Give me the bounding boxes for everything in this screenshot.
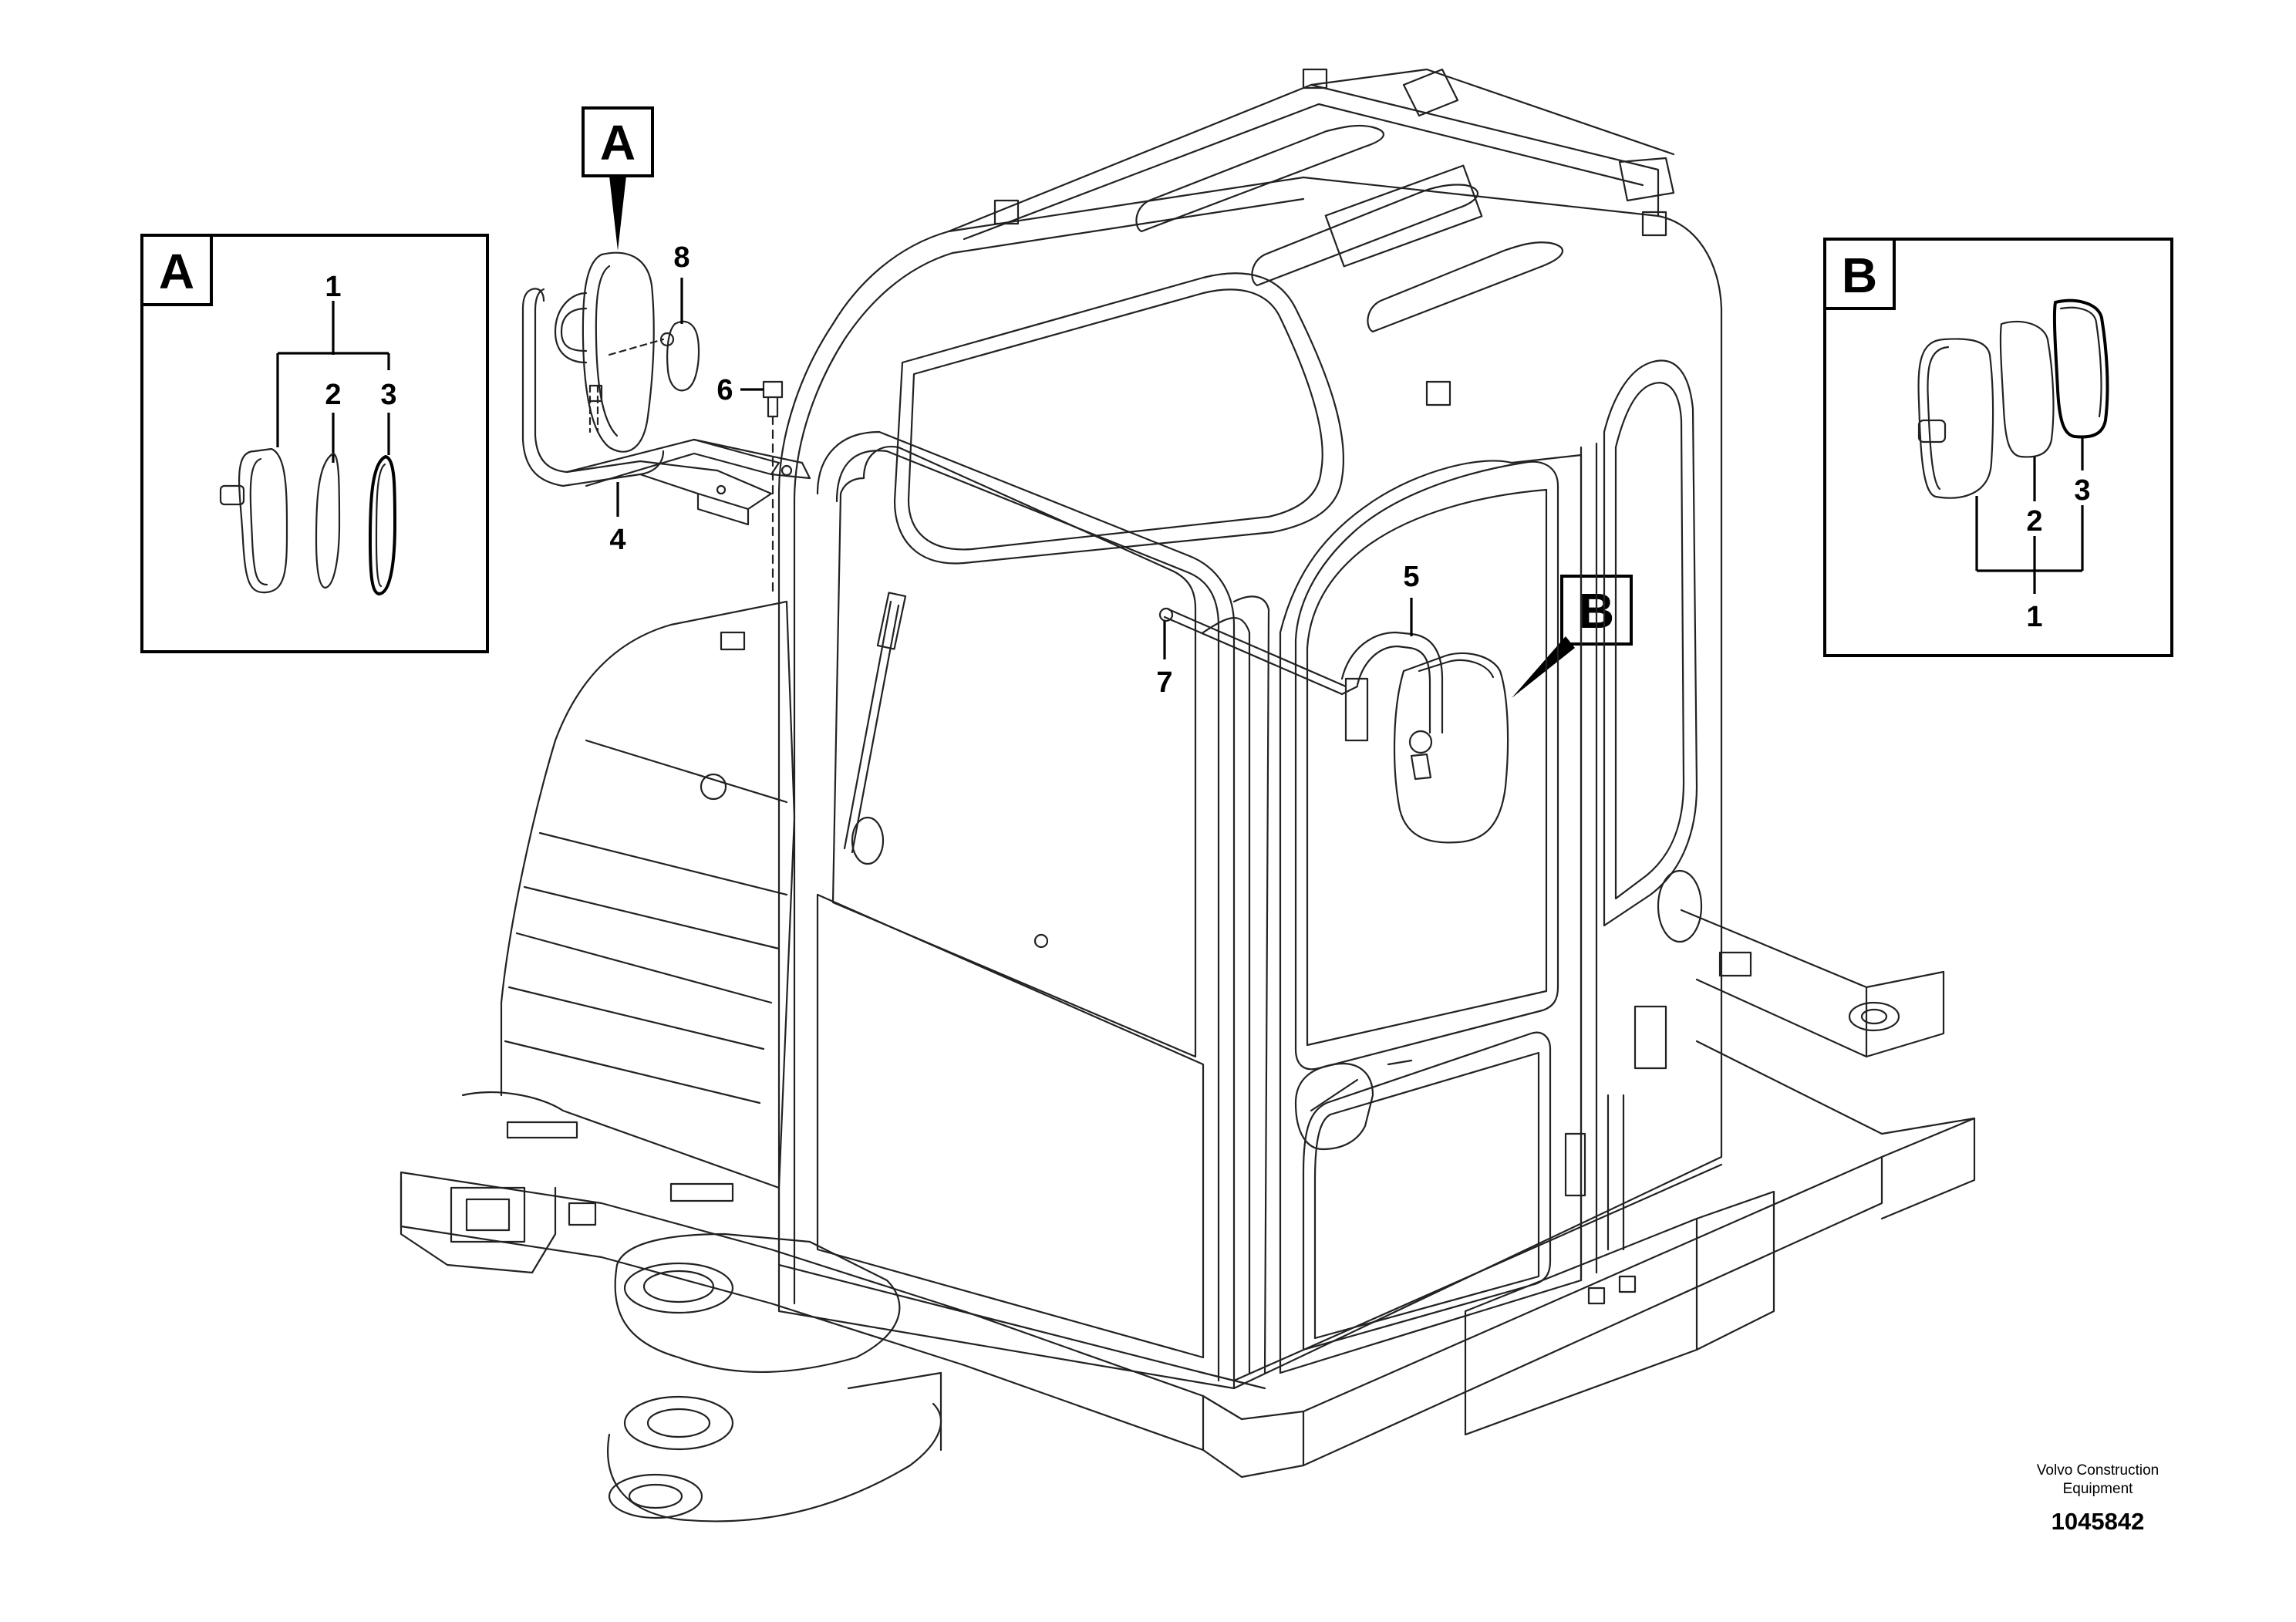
- detail-b-label-3: 3: [2074, 474, 2090, 507]
- detail-b-leader-lines: [1975, 436, 2084, 594]
- detail-b-label-1: 1: [2026, 601, 2042, 633]
- detail-b-box: B 2 3 1: [1823, 238, 2173, 657]
- detail-a-mirror-glass: [315, 452, 341, 589]
- item-label-6: 6: [716, 374, 733, 406]
- footer-block: Volvo Construction Equipment 1045842: [2037, 1462, 2159, 1535]
- brand-line-1: Volvo Construction: [2037, 1462, 2159, 1479]
- callout-a-letter: A: [600, 115, 636, 170]
- item-label-7: 7: [1156, 666, 1172, 699]
- upper-frame: [400, 909, 1976, 1479]
- detail-b-mirror-housing: [1917, 338, 1994, 499]
- counterweight-area: [400, 1091, 781, 1274]
- cab-body: [777, 68, 1723, 1390]
- right-mirror-assembly: [1158, 607, 1509, 844]
- detail-a-label-2: 2: [325, 379, 341, 411]
- item-label-8: 8: [673, 241, 689, 274]
- detail-a-leader-lines: [276, 301, 390, 463]
- engine-hood: [500, 600, 796, 1189]
- item-label-5: 5: [1403, 561, 1419, 593]
- left-mirror-assembly: [521, 251, 811, 595]
- detail-a-mirror-seal: [369, 455, 396, 595]
- detail-a-label-3: 3: [380, 379, 396, 411]
- detail-b-letter: B: [1842, 248, 1877, 303]
- callout-b: B: [1512, 575, 1633, 698]
- detail-a-letter: A: [159, 244, 194, 299]
- callout-a: A: [582, 106, 654, 251]
- detail-b-label-2: 2: [2026, 505, 2042, 538]
- item-label-4: 4: [609, 524, 625, 556]
- brand-line-2: Equipment: [2063, 1481, 2134, 1497]
- detail-b-mirror-seal: [2052, 298, 2109, 439]
- detail-b-mirror-glass: [1999, 320, 2055, 458]
- detail-a-box: A 1 2 3: [140, 234, 489, 653]
- item-leaders: [616, 278, 1413, 659]
- swing-bracket: [607, 1233, 942, 1523]
- detail-a-label-1: 1: [325, 271, 341, 303]
- detail-a-mirror-housing: [219, 447, 288, 594]
- drawing-number: 1045842: [2052, 1508, 2145, 1535]
